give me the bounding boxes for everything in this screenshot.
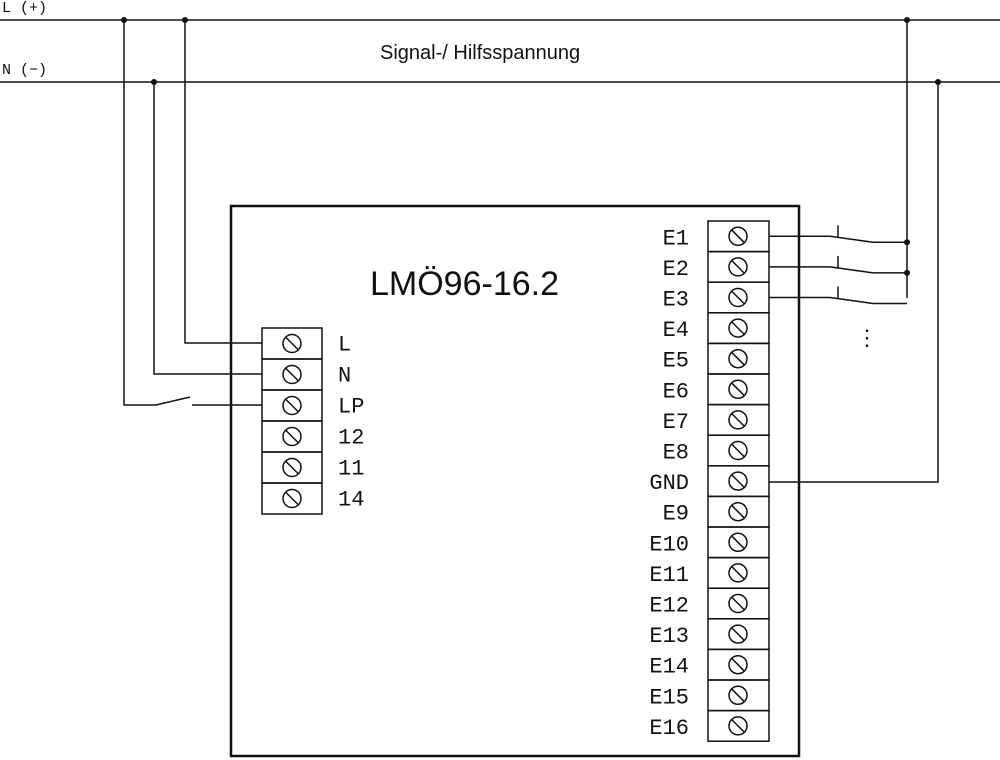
screw-icon <box>728 471 748 491</box>
terminal-label: E3 <box>663 288 689 313</box>
wire-gnd <box>769 82 939 483</box>
terminal-label: 12 <box>338 426 364 451</box>
terminal-right <box>707 709 770 742</box>
terminal-label: E15 <box>649 685 689 710</box>
bus-n-label: N (−) <box>2 62 47 79</box>
terminal-label: E11 <box>649 563 689 588</box>
screw-icon <box>728 654 748 675</box>
screw-icon <box>282 333 302 354</box>
input-switch <box>829 235 874 244</box>
terminal-label: 11 <box>338 457 364 482</box>
wire-n <box>153 82 262 375</box>
device-name: LMÖ96-16.2 <box>370 265 559 303</box>
terminal-label: E16 <box>649 716 689 741</box>
terminal-label: E14 <box>649 655 689 680</box>
terminal-label: E10 <box>649 532 689 557</box>
switch-lp <box>155 396 191 406</box>
screw-icon <box>728 287 748 308</box>
terminal-label: E8 <box>663 441 689 466</box>
input-wiring <box>769 20 910 305</box>
input-switch <box>829 296 874 305</box>
screw-icon <box>728 501 748 522</box>
screw-icon <box>282 364 302 385</box>
screw-icon <box>728 257 748 277</box>
screw-icon <box>282 488 302 509</box>
screw-icon <box>282 457 302 478</box>
screw-icon <box>728 685 748 706</box>
terminal-label: GND <box>649 471 689 496</box>
screw-icon <box>728 593 748 614</box>
screw-icon <box>728 379 748 400</box>
terminal-label: E5 <box>663 349 689 374</box>
screw-icon <box>728 440 748 461</box>
screw-icon <box>728 348 748 369</box>
junction-dot <box>904 269 910 276</box>
screw-icon <box>282 426 302 447</box>
terminal-label: E6 <box>663 379 689 404</box>
input-switch <box>829 266 874 274</box>
screw-icon <box>728 318 748 338</box>
device-box <box>229 204 801 758</box>
terminal-label: L <box>338 333 351 358</box>
junction-dot <box>904 239 910 246</box>
terminal-left <box>261 482 323 515</box>
screw-icon <box>728 226 748 247</box>
terminal-label: E7 <box>663 410 689 435</box>
terminal-label: 14 <box>338 488 364 513</box>
terminal-label: E2 <box>663 257 689 282</box>
left-terminal-block: LN LP 12 11 14 <box>261 327 364 515</box>
wire-l <box>184 20 262 344</box>
terminal-label: E13 <box>649 624 689 649</box>
terminal-label: E12 <box>649 594 689 619</box>
screw-icon <box>728 532 748 553</box>
screw-icon <box>282 395 302 416</box>
terminal-label: E9 <box>663 502 689 527</box>
terminal-label: LP <box>338 395 364 420</box>
terminal-label: E1 <box>663 226 689 251</box>
screw-icon <box>728 410 748 430</box>
bus-l-label: L (+) <box>2 0 47 17</box>
screw-icon <box>728 624 748 644</box>
screw-icon <box>728 716 748 736</box>
terminal-label: N <box>338 364 351 389</box>
terminal-label: E4 <box>663 318 689 343</box>
screw-icon <box>728 563 748 583</box>
supply-title: Signal-/ Hilfsspannung <box>380 42 580 64</box>
continuation-dots: ⋮ <box>856 327 878 352</box>
wire-lp-a <box>123 20 156 406</box>
